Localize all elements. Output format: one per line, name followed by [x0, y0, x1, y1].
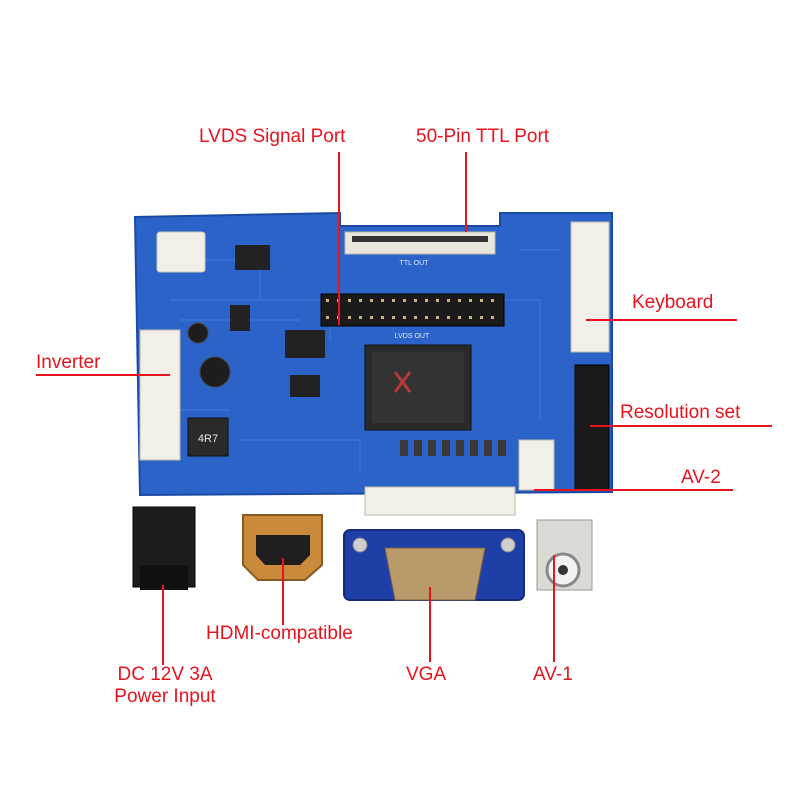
inductor: [187, 417, 229, 457]
label-resolution-set: Resolution set: [620, 402, 741, 423]
label-hdmi-compatible: HDMI-compatible: [206, 623, 353, 644]
keyboard-connector: [570, 221, 610, 353]
small-chip-1: [235, 245, 270, 270]
ttl-fpc-connector: [344, 231, 496, 255]
capacitor-1: [199, 356, 231, 388]
capacitor-2: [187, 322, 209, 344]
small-chip-2: [285, 330, 325, 358]
ttl-out-silk: TTL OUT: [400, 260, 430, 267]
label-av1: AV-1: [533, 664, 573, 685]
lvds-out-silk: LVDS OUT: [395, 333, 430, 340]
label-dc-line1: DC 12V 3A: [117, 664, 213, 685]
inverter-connector: [139, 329, 181, 461]
label-50-pin-ttl-port: 50-Pin TTL Port: [416, 126, 550, 147]
label-dc-power: DC 12V 3A Power Input: [95, 664, 235, 708]
small-chip-3: [230, 305, 250, 331]
label-lvds-signal-port: LVDS Signal Port: [199, 126, 346, 147]
av2-connector: [518, 439, 555, 491]
small-chip-4: [290, 375, 320, 397]
top-left-white-connector: [156, 231, 206, 273]
resolution-pin-header: [574, 364, 610, 491]
lvds-pin-header: [320, 293, 505, 327]
label-vga: VGA: [406, 664, 447, 685]
inductor-silk: 4R7: [198, 433, 218, 445]
vga-top-white-header: [364, 486, 516, 516]
smd-row: [400, 440, 506, 456]
leader-lines: [36, 152, 772, 665]
label-dc-line2: Power Input: [114, 685, 216, 707]
label-keyboard: Keyboard: [632, 292, 714, 313]
label-inverter: Inverter: [36, 352, 101, 373]
label-av2: AV-2: [681, 467, 721, 488]
